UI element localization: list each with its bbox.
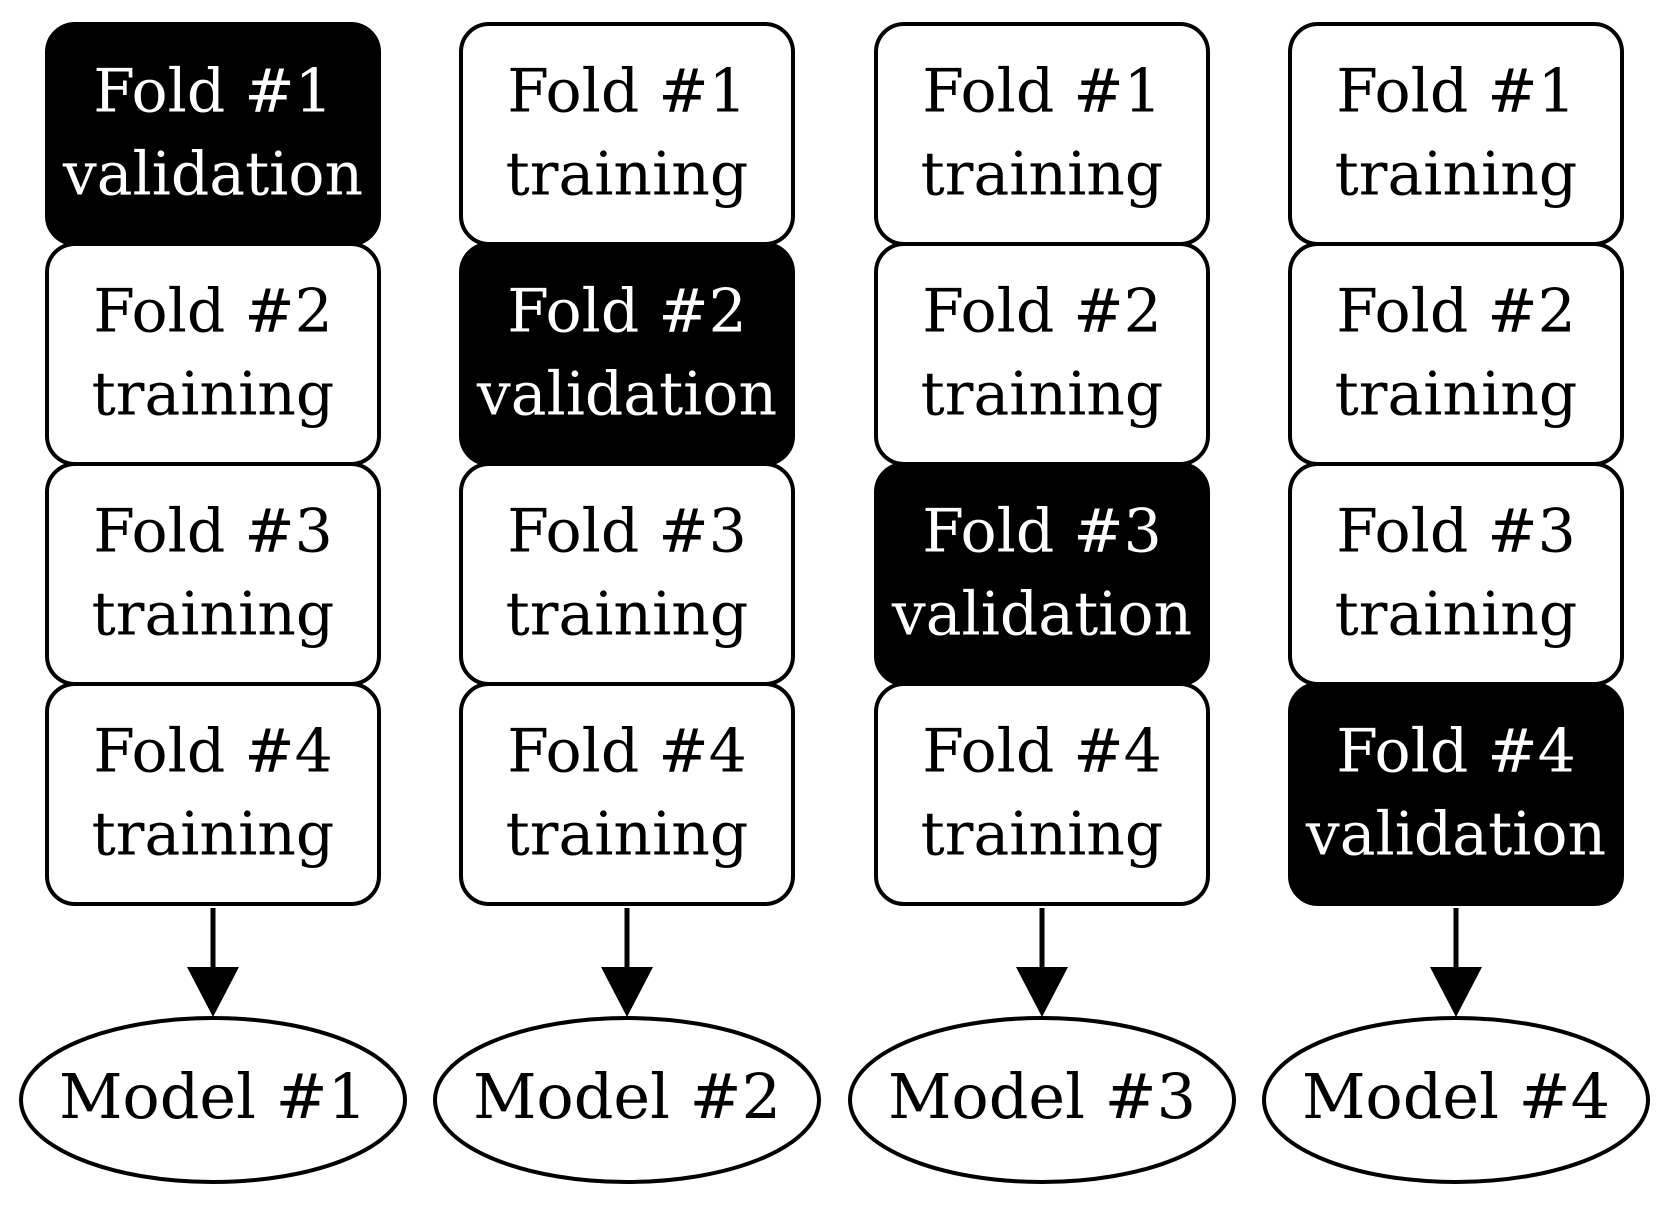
fold-box-3: Fold #3 training — [1288, 462, 1624, 686]
fold-box-4: Fold #4 training — [45, 682, 381, 906]
fold-box-4: Fold #4 training — [459, 682, 795, 906]
model-ellipse — [1262, 1016, 1650, 1184]
fold-title: Fold #2 — [922, 277, 1162, 347]
fold-role: training — [506, 800, 749, 870]
fold-role: training — [1335, 140, 1578, 210]
model-label: Model #3 — [888, 1060, 1196, 1133]
arrow — [187, 908, 239, 1017]
fold-box-3: Fold #3 training — [459, 462, 795, 686]
model-ellipse — [433, 1016, 821, 1184]
fold-title: Fold #3 — [922, 497, 1162, 567]
fold-role: training — [92, 360, 335, 430]
fold-role: training — [92, 580, 335, 650]
fold-title: Fold #4 — [1336, 717, 1576, 787]
fold-title: Fold #1 — [93, 57, 333, 127]
fold-title: Fold #2 — [1336, 277, 1576, 347]
fold-box-shape — [459, 682, 795, 906]
fold-role: training — [1335, 580, 1578, 650]
fold-box-2: Fold #2 training — [45, 242, 381, 466]
fold-box-4: Fold #4 validation — [1288, 682, 1624, 906]
fold-box-2: Fold #2 validation — [459, 242, 795, 466]
fold-box-shape — [874, 682, 1210, 906]
model-ellipse — [848, 1016, 1236, 1184]
fold-role: training — [921, 360, 1164, 430]
fold-box-1: Fold #1 training — [1288, 22, 1624, 246]
fold-title: Fold #4 — [93, 717, 333, 787]
fold-role: training — [921, 800, 1164, 870]
fold-title: Fold #1 — [507, 57, 747, 127]
arrow — [1016, 908, 1068, 1017]
model-label: Model #2 — [473, 1060, 781, 1133]
arrow — [1430, 908, 1482, 1017]
fold-title: Fold #1 — [922, 57, 1162, 127]
fold-role: training — [921, 140, 1164, 210]
fold-role: validation — [62, 140, 363, 210]
fold-title: Fold #2 — [93, 277, 333, 347]
model-node: Model #2 — [433, 1016, 821, 1184]
arrow — [601, 908, 653, 1017]
model-node: Model #3 — [848, 1016, 1236, 1184]
fold-title: Fold #3 — [93, 497, 333, 567]
model-label: Model #1 — [59, 1060, 367, 1133]
fold-box-shape — [1288, 682, 1624, 906]
fold-title: Fold #3 — [507, 497, 747, 567]
model-ellipse — [19, 1016, 407, 1184]
fold-box-1: Fold #1 training — [459, 22, 795, 246]
arrow-head — [601, 967, 653, 1017]
fold-box-3: Fold #3 training — [45, 462, 381, 686]
fold-role: training — [506, 580, 749, 650]
fold-title: Fold #1 — [1336, 57, 1576, 127]
fold-box-shape — [45, 682, 381, 906]
fold-title: Fold #4 — [922, 717, 1162, 787]
fold-title: Fold #2 — [507, 277, 747, 347]
model-node: Model #1 — [19, 1016, 407, 1184]
model-node: Model #4 — [1262, 1016, 1650, 1184]
fold-box-2: Fold #2 training — [1288, 242, 1624, 466]
fold-role: training — [506, 140, 749, 210]
arrow-head — [1430, 967, 1482, 1017]
fold-box-1: Fold #1 training — [874, 22, 1210, 246]
model-label: Model #4 — [1302, 1060, 1610, 1133]
fold-role: validation — [891, 580, 1192, 650]
fold-title: Fold #3 — [1336, 497, 1576, 567]
arrow-head — [187, 967, 239, 1017]
fold-role: validation — [476, 360, 777, 430]
fold-role: training — [1335, 360, 1578, 430]
fold-role: validation — [1305, 800, 1606, 870]
fold-box-2: Fold #2 training — [874, 242, 1210, 466]
fold-box-1: Fold #1 validation — [45, 22, 381, 246]
fold-box-3: Fold #3 validation — [874, 462, 1210, 686]
fold-box-4: Fold #4 training — [874, 682, 1210, 906]
arrow-head — [1016, 967, 1068, 1017]
fold-role: training — [92, 800, 335, 870]
fold-title: Fold #4 — [507, 717, 747, 787]
